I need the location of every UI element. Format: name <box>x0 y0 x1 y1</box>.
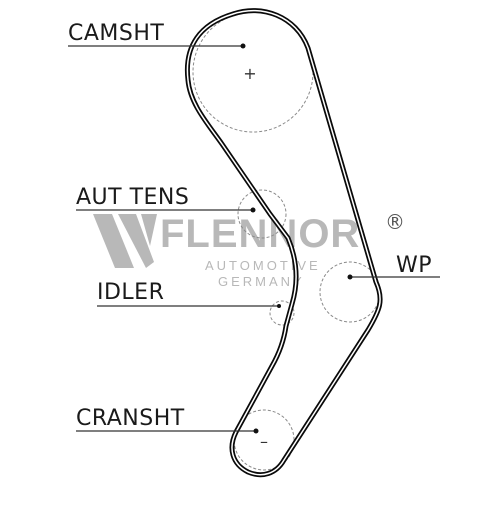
timing-belt-inner-edge <box>186 9 381 476</box>
label-idler: IDLER <box>97 280 164 305</box>
anchor-dot-idler <box>277 304 281 308</box>
anchor-dot-camshaft <box>240 43 246 49</box>
label-water-pump: WP <box>396 253 432 278</box>
camshaft-center-mark: + <box>243 64 256 83</box>
flennor-logo: FLENNOR ® AUTOMOTIVE GERMANY <box>93 210 405 289</box>
tensioner-pulley <box>237 189 287 239</box>
label-tensioner: AUT TENS <box>76 185 189 210</box>
label-camshaft: CAMSHT <box>68 21 164 46</box>
anchor-dot-crankshaft <box>253 428 259 434</box>
logo-subtitle-line1: AUTOMOTIVE <box>205 258 321 273</box>
anchor-dot-water-pump <box>347 274 353 280</box>
logo-subtitle-line2: GERMANY <box>218 274 305 289</box>
anchor-dot-tensioner <box>250 207 256 213</box>
logo-emblem <box>93 214 157 268</box>
crankshaft-center-mark: – <box>260 432 268 451</box>
label-crankshaft: CRANSHT <box>76 406 185 431</box>
logo-brand-text: FLENNOR <box>160 212 360 256</box>
idler-pulley <box>269 300 295 326</box>
logo-registered-mark: ® <box>385 210 405 234</box>
